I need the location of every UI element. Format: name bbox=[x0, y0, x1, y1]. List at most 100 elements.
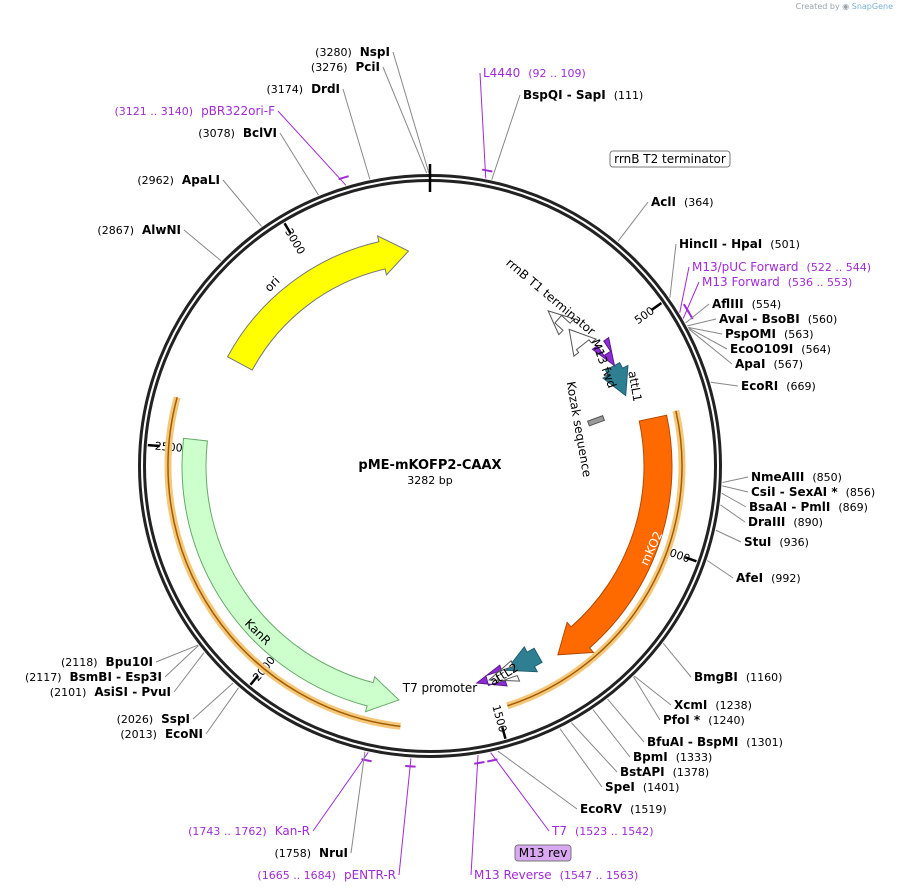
label-position: (869) bbox=[838, 501, 868, 514]
leader-line bbox=[173, 652, 205, 693]
leader-line bbox=[392, 51, 430, 174]
leader-line bbox=[350, 751, 366, 854]
primer-label-t7[interactable]: T7(1523 .. 1542) bbox=[551, 824, 654, 838]
label-position: (2962) bbox=[137, 174, 174, 187]
site-label-ecoo109i[interactable]: EcoO109I(564) bbox=[730, 342, 831, 356]
site-label-afliii[interactable]: AflIII(554) bbox=[712, 297, 781, 311]
leader-line bbox=[633, 676, 661, 721]
leader-line bbox=[559, 728, 603, 788]
attl1-feature[interactable] bbox=[602, 362, 629, 397]
site-label-bpu10i[interactable]: (2118)Bpu10I bbox=[61, 655, 153, 669]
site-label-sspi[interactable]: (2026)SspI bbox=[117, 712, 190, 726]
ori-feature[interactable] bbox=[226, 234, 410, 371]
site-label-alwni[interactable]: (2867)AlwNI bbox=[97, 223, 181, 237]
label-name: DrdI bbox=[311, 82, 340, 96]
site-label-ecorv[interactable]: EcoRV (1519) bbox=[580, 802, 667, 816]
site-label-acli[interactable]: AclI(364) bbox=[651, 195, 714, 209]
label-position: (3121 .. 3140) bbox=[115, 105, 194, 118]
label-name: PfoI * bbox=[663, 713, 701, 727]
site-label-csii-sexai[interactable]: CsiI - SexAI *(856) bbox=[751, 485, 875, 499]
label-name: BspQI - SapI bbox=[523, 88, 606, 102]
site-label-bpmi[interactable]: BpmI(1333) bbox=[633, 750, 712, 764]
label-position: (1378) bbox=[673, 766, 710, 779]
site-label-bfuai-bspmi[interactable]: BfuAI - BspMI(1301) bbox=[647, 735, 783, 749]
label-name: DraIII bbox=[748, 515, 785, 529]
site-label-ecori[interactable]: EcoRI(669) bbox=[741, 379, 816, 393]
site-label-drdi[interactable]: (3174)DrdI bbox=[266, 82, 340, 96]
label-position: (856) bbox=[846, 486, 876, 499]
primer-binding-mark bbox=[686, 309, 694, 320]
m13-fwd-feature[interactable] bbox=[591, 336, 616, 367]
leader-line bbox=[571, 722, 618, 773]
kozak-sequence-feature[interactable] bbox=[586, 415, 605, 427]
site-label-hincii-hpai[interactable]: HincII - HpaI(501) bbox=[679, 237, 800, 251]
leader-line bbox=[715, 529, 742, 543]
site-label-nspi[interactable]: (3280)NspI bbox=[315, 45, 390, 59]
label-name: Kan-R bbox=[275, 824, 310, 838]
label-position: (3276) bbox=[311, 61, 348, 74]
site-label-stui[interactable]: StuI(936) bbox=[744, 535, 809, 549]
leader-line bbox=[312, 752, 369, 832]
brand-created-by: Created by bbox=[795, 2, 840, 11]
mko2-feature[interactable] bbox=[557, 414, 673, 656]
label-name: NmeAIII bbox=[751, 470, 804, 484]
site-label-asisi-pvui[interactable]: (2101)AsiSI - PvuI bbox=[50, 685, 171, 699]
primer-label-m13-forward[interactable]: M13 Forward(536 .. 553) bbox=[702, 275, 852, 289]
rrnb-t2-terminator-feature[interactable] bbox=[547, 310, 576, 336]
primer-binding-mark bbox=[482, 168, 493, 173]
site-labels[interactable]: (3280)NspI(3276)PciI (3174)DrdI (3078)BclV… bbox=[25, 45, 875, 882]
label-position: (92 .. 109) bbox=[528, 67, 586, 80]
primer-label-pbr322ori-f[interactable]: (3121 .. 3140)pBR322ori-F bbox=[115, 104, 276, 118]
leader-line bbox=[490, 752, 550, 832]
label-name: EcoRI bbox=[741, 379, 778, 393]
leader-line bbox=[342, 88, 371, 180]
primer-label-pentr-r[interactable]: (1665 .. 1684)pENTR-R bbox=[257, 868, 396, 882]
leader-line bbox=[192, 682, 234, 720]
label-position: (567) bbox=[773, 358, 803, 371]
site-label-pcii[interactable]: (3276)PciI bbox=[311, 60, 380, 74]
label-name: L4440 bbox=[483, 66, 520, 80]
site-label-xcmi[interactable]: XcmI(1238) bbox=[674, 698, 752, 712]
primer-label-m13-reverse[interactable]: M13 Reverse(1547 .. 1563) bbox=[474, 868, 638, 882]
primer-label-kan-r[interactable]: (1743 .. 1762)Kan-R bbox=[188, 824, 310, 838]
site-label-bsmbi-esp3i[interactable]: (2117)BsmBI - Esp3I bbox=[25, 670, 162, 684]
leader-line bbox=[398, 758, 412, 876]
site-label-bspqi-sapi[interactable]: BspQI - SapI(111) bbox=[523, 88, 643, 102]
attl2-feature[interactable] bbox=[505, 645, 543, 673]
primer-label-m13-puc-forward[interactable]: M13/pUC Forward(522 .. 544) bbox=[692, 260, 871, 274]
label-position: (1333) bbox=[676, 751, 713, 764]
label-box bbox=[609, 150, 731, 168]
site-label-bsaai-pmli[interactable]: BsaAI - PmlI(869) bbox=[749, 500, 868, 514]
site-label-apai[interactable]: ApaI(567) bbox=[735, 357, 803, 371]
label-position: (564) bbox=[801, 343, 831, 356]
label-name: AvaI - BsoBI bbox=[719, 312, 800, 326]
label-name: EcoRV bbox=[580, 802, 623, 816]
primer-label-l4440[interactable]: L4440 (92 .. 109) bbox=[483, 66, 586, 80]
site-label-bclvi[interactable]: (3078)BclVI bbox=[198, 126, 277, 140]
site-label-bstapi[interactable]: BstAPI(1378) bbox=[620, 765, 709, 779]
site-label-pfoi[interactable]: PfoI *(1240) bbox=[663, 713, 745, 727]
site-label-pspomi[interactable]: PspOMI(563) bbox=[725, 327, 814, 341]
m13-rev-feature[interactable] bbox=[487, 659, 521, 683]
site-label-nmeaiii[interactable]: NmeAIII(850) bbox=[751, 470, 842, 484]
tick-mark bbox=[684, 556, 697, 563]
site-label-nrui[interactable]: (1758)NruI bbox=[274, 846, 348, 860]
site-label-spei[interactable]: SpeI(1401) bbox=[605, 780, 679, 794]
label-position: (1519) bbox=[630, 803, 667, 816]
primer-binding-mark bbox=[487, 758, 498, 763]
tick-label: 3000 bbox=[282, 226, 308, 257]
site-label-draiii[interactable]: DraIII (890) bbox=[748, 515, 823, 529]
label-position: (936) bbox=[779, 536, 809, 549]
label-name: ApaLI bbox=[182, 173, 220, 187]
snapgene-logo-icon: ◉ bbox=[842, 2, 850, 11]
leader-line bbox=[277, 110, 347, 186]
label-position: (890) bbox=[793, 516, 823, 529]
rrnb-t1-terminator-feature[interactable] bbox=[568, 328, 598, 358]
kanr-feature[interactable] bbox=[181, 437, 400, 713]
site-label-avai-bsobi[interactable]: AvaI - BsoBI(560) bbox=[719, 312, 837, 326]
site-label-apali[interactable]: (2962) ApaLI bbox=[137, 173, 220, 187]
site-label-bmgbi[interactable]: BmgBI(1160) bbox=[694, 670, 782, 684]
leader-line bbox=[688, 326, 723, 335]
site-label-econi[interactable]: (2013)EcoNI bbox=[120, 727, 203, 741]
site-label-afei[interactable]: AfeI(992) bbox=[736, 571, 801, 585]
